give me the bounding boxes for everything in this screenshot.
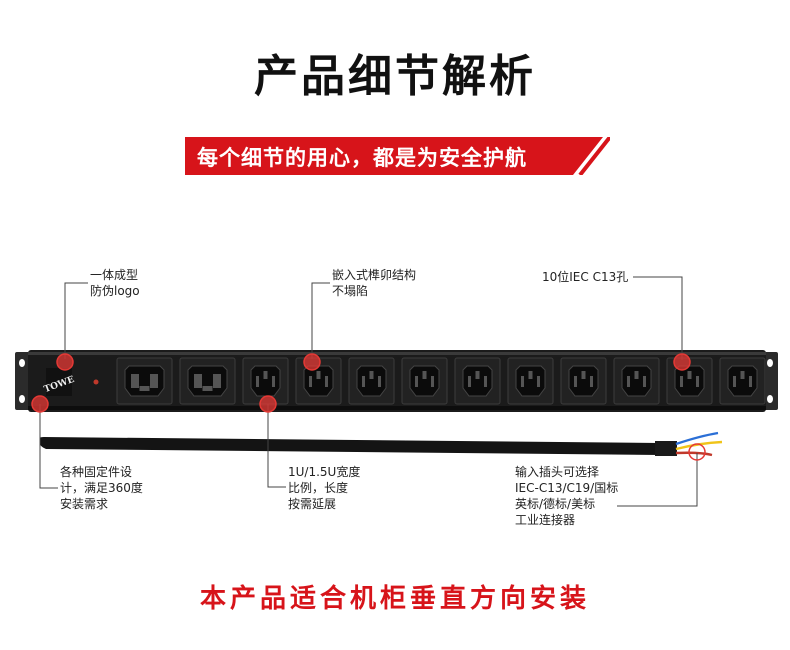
callout-c13: 10位IEC C13孔 <box>542 269 628 285</box>
c13-outlet <box>454 357 501 405</box>
c13-outlet <box>560 357 607 405</box>
c13-outlet <box>719 357 766 405</box>
callout-width-line: 比例，长度 <box>288 481 349 495</box>
callout-width: 1U/1.5U宽度 比例，长度 按需延展 <box>288 464 360 512</box>
footer-note: 本产品适合机柜垂直方向安装 <box>199 584 590 614</box>
callout-plug-line: 英标/德标/美标 <box>515 497 596 511</box>
callout-width-line: 1U/1.5U宽度 <box>288 465 361 479</box>
callout-plug: 输入插头可选择 IEC-C13/C19/国标 英标/德标/美标 工业连接器 <box>515 464 618 528</box>
c13-outlet <box>507 357 554 405</box>
brand-logo: TOWE <box>43 368 76 396</box>
banner-background <box>185 137 610 175</box>
callout-embedded: 嵌入式榫卯结构 不塌陷 <box>332 267 416 299</box>
callout-embedded-line: 嵌入式榫卯结构 <box>332 268 417 282</box>
power-indicator-light <box>93 379 99 385</box>
callout-plug-line: 工业连接器 <box>515 513 576 527</box>
slogan-banner: 每个细节的用心，都是为安全护航 <box>185 137 610 175</box>
callout-width-line: 按需延展 <box>288 497 337 511</box>
c13-outlet <box>613 357 660 405</box>
c13-outlet <box>295 357 342 405</box>
callout-fixing-line: 安装需求 <box>60 497 109 511</box>
callout-logo: 一体成型 防伪logo <box>90 267 140 299</box>
cable-wire <box>675 451 713 457</box>
callout-logo-line: 一体成型 <box>90 268 139 282</box>
callout-plug-line: IEC-C13/C19/国标 <box>515 481 619 495</box>
callout-fixing: 各种固定件设 计，满足360度 安装需求 <box>60 464 143 512</box>
callout-c13-line: 10位IEC C13孔 <box>542 270 629 284</box>
cable-wire <box>675 440 723 451</box>
c13-outlet <box>242 357 289 405</box>
callout-fixing-line: 各种固定件设 <box>60 465 133 479</box>
callout-lines <box>39 276 698 507</box>
c19-outlet <box>116 357 173 405</box>
c13-outlet <box>348 357 395 405</box>
banner-text: 每个细节的用心，都是为安全护航 <box>197 146 527 170</box>
c13-outlet <box>401 357 448 405</box>
cable-wire <box>675 431 719 446</box>
c19-outlet <box>179 357 236 405</box>
page-title: 产品细节解析 <box>254 51 536 102</box>
input-cable <box>39 431 723 457</box>
left-mounting-bracket <box>15 352 31 410</box>
callout-plug-line: 输入插头可选择 <box>515 465 600 479</box>
callout-embedded-line: 不塌陷 <box>332 284 369 298</box>
highlight-markers <box>31 353 706 461</box>
callout-fixing-line: 计，满足360度 <box>60 481 143 495</box>
callout-logo-line: 防伪logo <box>90 284 140 298</box>
